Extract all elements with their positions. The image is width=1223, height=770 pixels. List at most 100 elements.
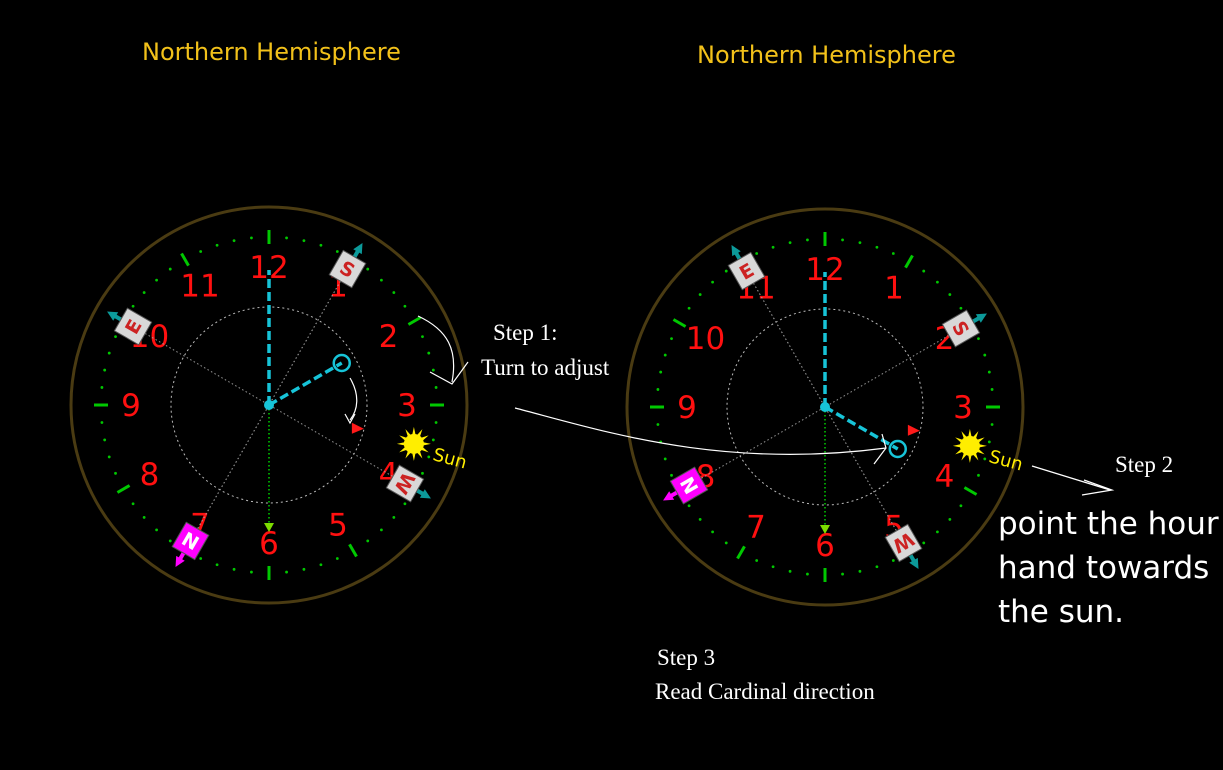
right-minute-dot [656,423,660,426]
left-sun-direction-marker [351,422,364,434]
left-minute-dot [155,528,158,532]
right-minute-dot [858,569,862,573]
right-minute-dot [659,370,663,374]
right-minute-dot [990,388,994,391]
left-minute-dot [168,539,172,543]
right-minute-dot [977,473,980,477]
left-cardinal-east-arrowhead [107,311,119,321]
left-minute-dot [366,539,370,543]
right-minute-dot [806,238,809,242]
left-hour-number-6: 6 [259,526,279,562]
left-hour-number-3: 3 [397,388,417,424]
left-cardinal-south-box [328,249,367,289]
right-minute-dot [755,559,759,562]
left-minute-dot [142,516,146,519]
right-minute-dot [724,269,728,273]
left-minute-dot [319,563,323,567]
right-minute-dot [711,280,714,284]
left-minute-dot [392,516,396,519]
step1-text: Turn to adjust [481,355,610,380]
right-minute-dot [875,565,879,569]
right-sun-icon [952,428,987,463]
left-cardinal-north-box [171,521,210,561]
left-minute-dot [131,304,135,308]
left-six-arrow [264,523,274,532]
left-minute-dot [285,570,288,574]
left-hour-tick [407,316,422,326]
right-hour-hand [824,405,899,451]
left-minute-dot [421,335,424,339]
right-minute-dot [687,504,691,508]
left-minute-dot [380,278,383,282]
right-minute-dot [959,504,963,508]
right-hour-number-6: 6 [815,528,835,564]
right-cardinal-south-box [941,309,981,348]
right-minute-dot [987,370,991,374]
step1-title: Step 1: [493,320,558,345]
left-minute-dot [107,351,111,355]
right-minute-dot [891,252,895,255]
step2-title: Step 2 [1115,452,1174,477]
right-minute-dot [663,457,667,461]
left-minute-dot [427,351,431,355]
transition-arrowhead [873,433,887,465]
right-minute-dot [891,559,895,562]
left-minute-dot [421,471,424,475]
right-minute-dot [936,530,939,534]
left-minute-dot [100,421,104,424]
right-center-dot [820,402,830,412]
left-hour-number-9: 9 [121,388,141,424]
right-sun-ray [967,453,972,463]
right-cardinal-south-arrowhead [975,313,987,323]
right-sun-ray [967,428,972,439]
right-minute-dot [841,572,844,576]
right-minute-dot [948,518,952,521]
right-minute-dot [806,572,809,576]
right-hour-number-10: 10 [686,321,725,357]
left-hour-hand [268,361,343,407]
right-minute-dot [670,473,673,477]
right-cardinal-west-arrowhead [909,557,919,569]
left-minute-dot [232,239,236,243]
left-cardinal-south-arrowhead [353,243,363,255]
left-hour-number-8: 8 [140,457,160,493]
right-minute-dot [755,252,759,255]
right-hour-number-1: 1 [884,270,904,306]
right-cardinal-south: S [941,309,987,348]
left-minute-dot [199,557,203,560]
right-minute-dot [977,337,980,341]
right-minute-dot [687,306,691,310]
left-cardinal-east: E [107,307,153,346]
left-cardinal-north: N [171,521,210,567]
left-minute-dot [434,386,438,389]
step3-title: Step 3 [657,645,716,670]
left-minute-dot [380,528,383,532]
left-minute-dot [114,471,117,475]
left-minute-dot [319,243,323,247]
right-sun-ray [952,443,963,448]
right-hour-tick [736,545,746,560]
left-minute-dot [302,567,306,571]
right-minute-dot [663,353,667,357]
left-minute-dot [103,368,107,372]
left-minute-dot [434,421,438,424]
left-minute-dot [302,239,306,243]
right-cardinal-west-box [884,523,923,563]
left-hour-number-2: 2 [379,319,399,355]
right-hour-number-3: 3 [953,390,973,426]
right-sun-core [959,435,980,456]
right-cardinal-north-box [669,466,709,505]
left-cardinal-east-box [113,307,153,346]
right-sun-ray [977,443,987,448]
right-minute-dot [983,457,987,461]
left-minute-dot [215,563,219,567]
right-minute-dot [670,337,673,341]
left-minute-dot [100,386,104,389]
left-minute-dot [250,236,253,240]
left-minute-dot [427,455,431,459]
left-minute-dot [199,250,203,253]
left-cardinal-west-box [385,464,425,503]
right-cardinal-east-box [727,251,766,291]
right-minute-dot [922,541,926,545]
